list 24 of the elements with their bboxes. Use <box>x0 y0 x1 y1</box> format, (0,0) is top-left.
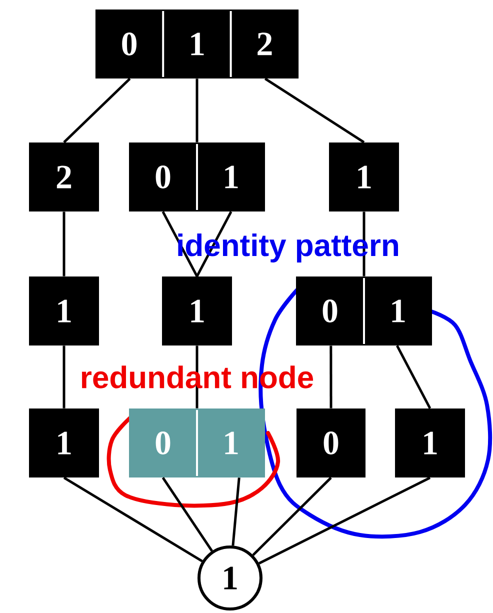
value-box: 0 1 <box>129 142 265 212</box>
connector-line <box>264 78 365 144</box>
connector-line <box>196 78 198 142</box>
connector-line <box>62 346 66 408</box>
value-box: 1 <box>329 142 399 212</box>
value-box: 1 <box>162 276 232 346</box>
connector-line <box>396 345 432 409</box>
connector-line <box>232 478 240 546</box>
value-box: 1 <box>395 408 465 478</box>
value-box: 0 1 <box>129 408 265 478</box>
value-box: 1 <box>29 408 99 478</box>
value-box: 1 <box>29 276 99 346</box>
value-box: 0 <box>296 408 366 478</box>
value-box: 2 <box>29 142 99 212</box>
value-box: 0 1 <box>296 276 432 346</box>
connector-line <box>62 212 66 276</box>
connector-line <box>63 78 131 144</box>
connector-line <box>162 477 213 552</box>
value-box: 0 1 2 <box>95 10 299 78</box>
connector-line <box>258 476 431 565</box>
connector-line <box>162 211 198 277</box>
connector-line <box>252 476 332 556</box>
connector-line <box>63 476 203 562</box>
connector-line <box>330 346 332 408</box>
